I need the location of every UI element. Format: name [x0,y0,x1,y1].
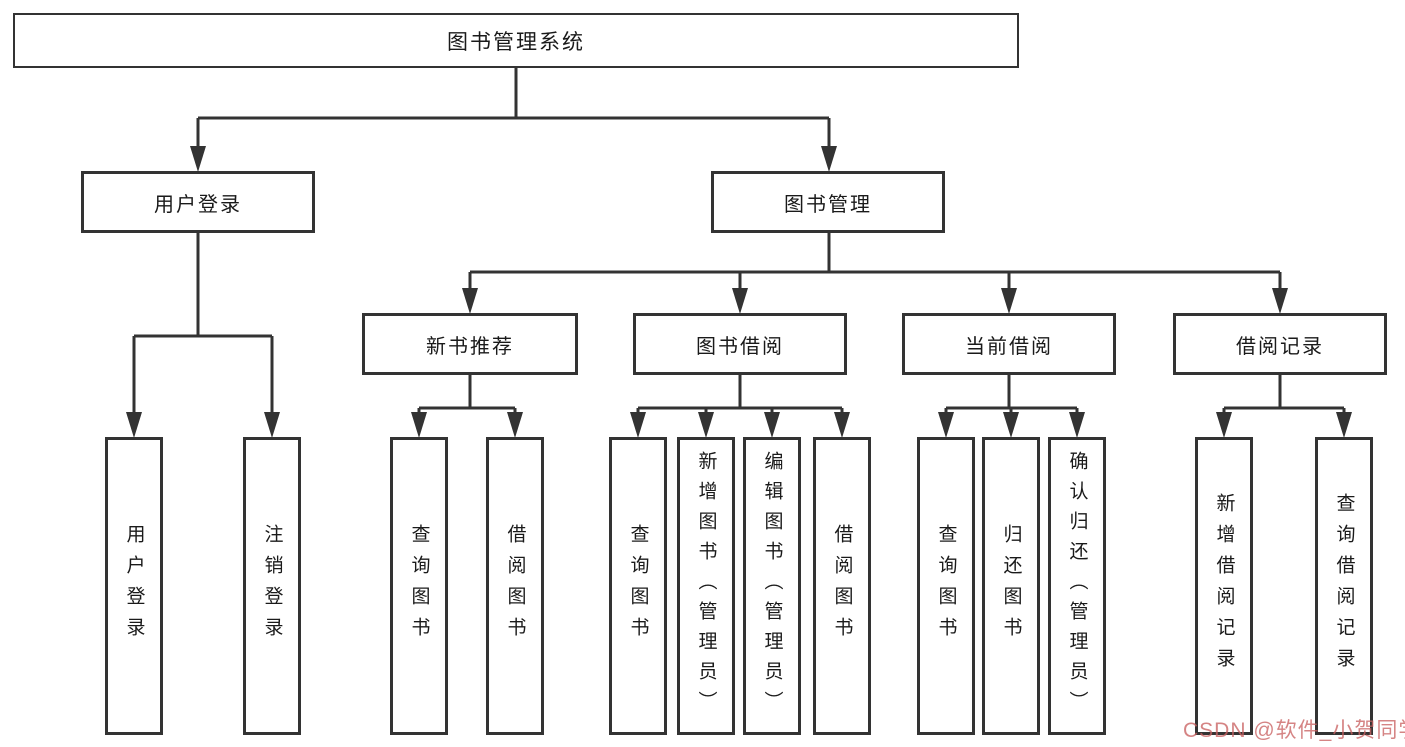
connector-line [1222,375,1346,413]
connector-line [468,233,1282,289]
node-label: 图书借阅 [696,335,784,358]
leaf-borrow-books-borrowing: 借阅图书 [813,437,871,735]
leaf-query-books-recommend: 查询图书 [390,437,448,735]
node-new-book-recommend: 新书推荐 [362,313,578,375]
arrowhead-down-icon [1272,288,1288,314]
leaf-add-borrow-record: 新增借阅记录 [1195,437,1253,735]
node-label: 归还图书 [1000,524,1022,648]
node-label: 新增图书（管理员） [695,451,717,721]
connector-line-group [132,68,1346,413]
node-label: 确认归还（管理员） [1066,451,1088,721]
node-label: 图书管理 [784,193,872,216]
leaf-add-book-admin: 新增图书（管理员） [677,437,735,735]
arrowhead-down-icon [190,146,206,172]
node-current-borrowing: 当前借阅 [902,313,1116,375]
leaf-return-book: 归还图书 [982,437,1040,735]
leaf-edit-book-admin: 编辑图书（管理员） [743,437,801,735]
node-label: 新书推荐 [426,335,514,358]
leaf-query-borrow-record: 查询借阅记录 [1315,437,1373,735]
node-label: 查询图书 [935,524,957,648]
node-borrowing-records: 借阅记录 [1173,313,1387,375]
connector-line [196,68,831,147]
root-node: 图书管理系统 [13,13,1019,68]
node-label: 借阅图书 [504,524,526,648]
node-label: 编辑图书（管理员） [761,451,783,721]
arrowhead-down-icon [938,412,954,438]
connector-arrowheads [126,146,1352,438]
arrowhead-down-icon [462,288,478,314]
arrowhead-down-icon [1216,412,1232,438]
arrowhead-down-icon [126,412,142,438]
node-book-borrowing: 图书借阅 [633,313,847,375]
connector-line [417,375,517,413]
node-label: 新增借阅记录 [1213,493,1235,679]
leaf-confirm-return-admin: 确认归还（管理员） [1048,437,1106,735]
node-label: 注销登录 [261,524,283,648]
node-label: 当前借阅 [965,335,1053,358]
arrowhead-down-icon [834,412,850,438]
arrowhead-down-icon [821,146,837,172]
arrowhead-down-icon [264,412,280,438]
arrowhead-down-icon [698,412,714,438]
arrowhead-down-icon [1001,288,1017,314]
node-label: 借阅记录 [1236,335,1324,358]
leaf-query-books-borrowing: 查询图书 [609,437,667,735]
arrowhead-down-icon [764,412,780,438]
node-label: 用户登录 [123,524,145,648]
arrowhead-down-icon [1336,412,1352,438]
node-label: 查询图书 [627,524,649,648]
node-label: 查询图书 [408,524,430,648]
watermark: CSDN @软件_小贺同学 [1183,719,1405,742]
arrowhead-down-icon [411,412,427,438]
node-label: 用户登录 [154,193,242,216]
arrowhead-down-icon [1069,412,1085,438]
leaf-logout: 注销登录 [243,437,301,735]
connector-line [944,375,1079,413]
node-label: 图书管理系统 [447,30,585,54]
node-book-management: 图书管理 [711,171,945,233]
arrowhead-down-icon [507,412,523,438]
node-label: 查询借阅记录 [1333,493,1355,679]
arrowhead-down-icon [630,412,646,438]
connector-line [132,233,274,413]
arrowhead-down-icon [1003,412,1019,438]
leaf-user-login: 用户登录 [105,437,163,735]
leaf-query-books-current: 查询图书 [917,437,975,735]
arrowhead-down-icon [732,288,748,314]
leaf-borrow-books-recommend: 借阅图书 [486,437,544,735]
node-user-login: 用户登录 [81,171,315,233]
connector-line [636,375,844,413]
node-label: 借阅图书 [831,524,853,648]
